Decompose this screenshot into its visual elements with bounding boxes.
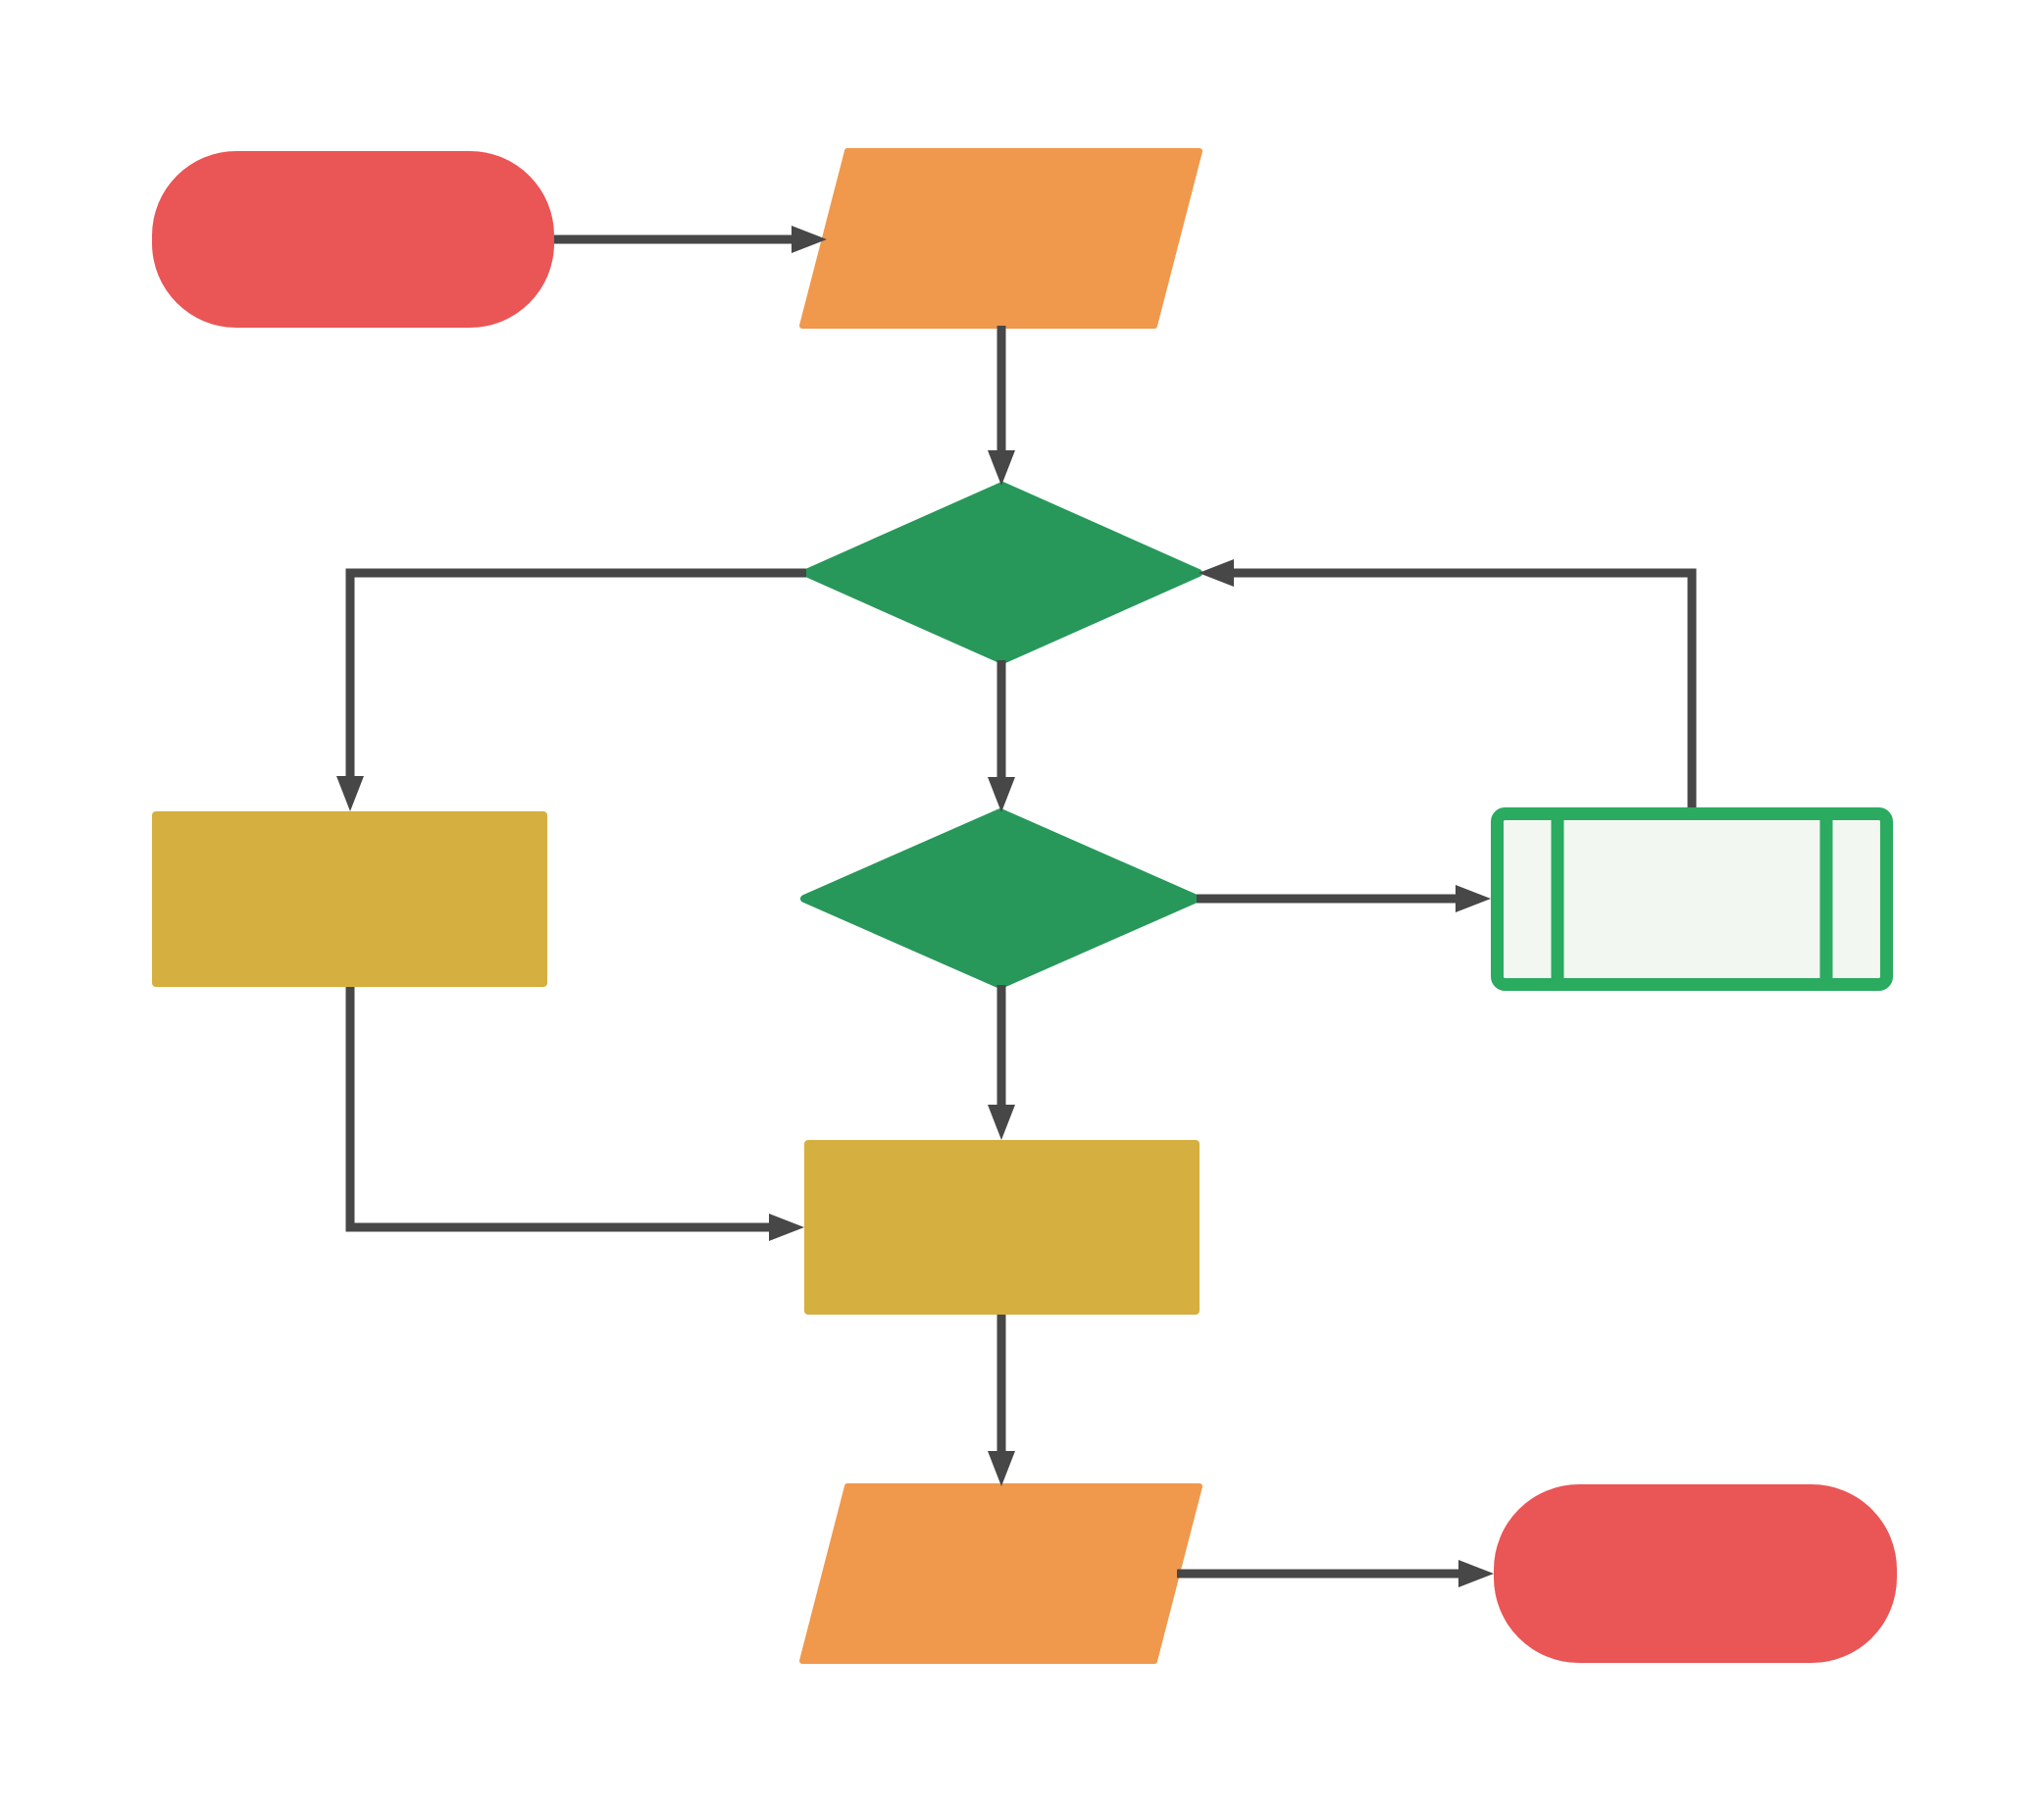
nodes-layer bbox=[152, 148, 1897, 1664]
predefined-process-node[interactable] bbox=[1491, 807, 1893, 991]
edges-layer bbox=[336, 226, 1697, 1587]
io-parallelogram-bottom-node[interactable] bbox=[799, 1483, 1202, 1664]
terminator-end-node[interactable] bbox=[1494, 1484, 1897, 1663]
decision-diamond-1-node[interactable] bbox=[802, 482, 1202, 664]
edge-process-left-to-process-center[interactable] bbox=[345, 987, 804, 1241]
process-left-node[interactable] bbox=[152, 811, 547, 987]
terminator-start-node[interactable] bbox=[152, 151, 554, 328]
process-center-node[interactable] bbox=[804, 1140, 1200, 1315]
decision-diamond-2-node[interactable] bbox=[800, 808, 1201, 989]
edge-predefined-to-decision1[interactable] bbox=[1199, 559, 1697, 807]
edge-decision1-to-process-left[interactable] bbox=[336, 568, 806, 811]
io-parallelogram-top-node[interactable] bbox=[799, 148, 1202, 329]
